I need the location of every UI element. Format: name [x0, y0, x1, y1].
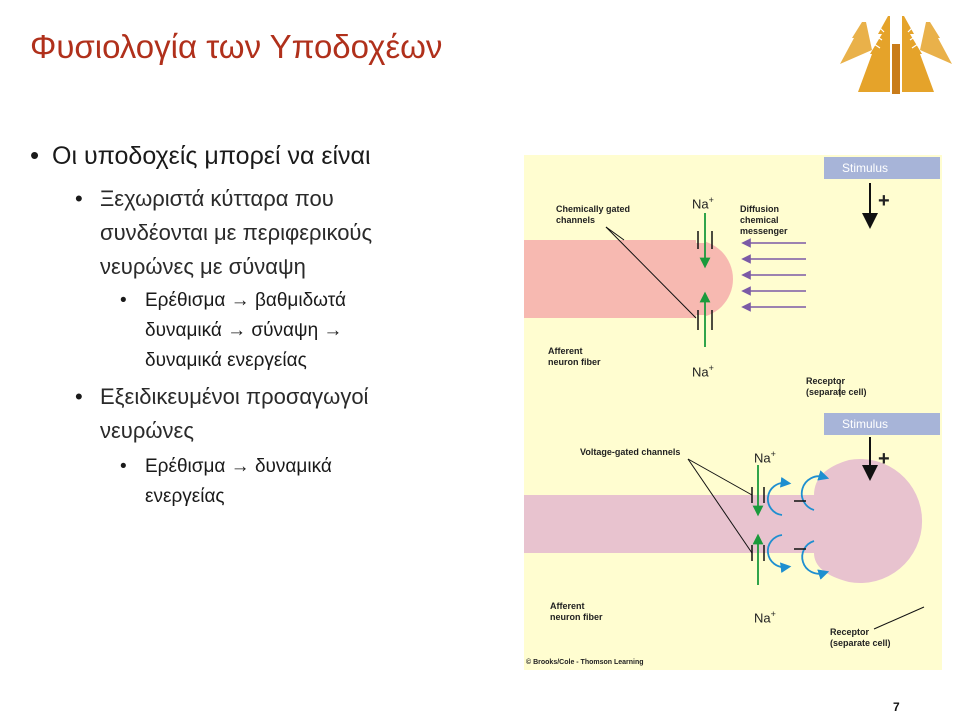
bullet-dot: •: [75, 384, 83, 409]
diffusion-line1: Diffusion: [740, 204, 779, 214]
bullet-dot: •: [30, 140, 40, 170]
plus-sign-top: +: [878, 190, 890, 212]
slide-title: Φυσιολογία των Υποδοχέων: [30, 28, 443, 65]
na-superscript: +: [708, 363, 714, 373]
plus-sign-bottom: +: [878, 448, 890, 470]
receptor-diagram-graphic: [524, 157, 940, 630]
receptor-top-line2: (separate cell): [806, 387, 867, 397]
receptor-bottom-line2: (separate cell): [830, 638, 891, 648]
na-label-mid: Na+: [692, 363, 714, 380]
diffusion-line3: messenger: [740, 226, 788, 236]
chemical-channels-line2: channels: [556, 215, 596, 225]
receptor-top-line1: Receptor: [806, 376, 846, 386]
na-label-bottom-top: Na+: [754, 449, 776, 466]
afferent-top-line1: Afferent: [548, 346, 583, 356]
sub-item1-line3: δυναμικά ενεργείας: [145, 350, 307, 371]
credit-text: © Brooks/Cole - Thomson Learning: [526, 659, 644, 666]
sub-item2-line1: Ερέθισμα → δυναμικά: [145, 456, 332, 477]
bullet-item1-line2: συνδέονται με περιφερικούς: [100, 220, 373, 245]
bullet-item1-line1: Ξεχωριστά κύτταρα που: [100, 186, 334, 211]
sub-item1-line1: Ερέθισμα → βαθμιδωτά: [145, 290, 346, 311]
bullet-dot: •: [120, 456, 127, 477]
sub-item2-line2: ενεργείας: [145, 486, 225, 507]
diffusion-line2: chemical: [740, 215, 779, 225]
na-superscript: +: [770, 449, 776, 459]
afferent-bottom-line2: neuron fiber: [550, 612, 603, 622]
bullet-lead: Οι υποδοχείς μπορεί να είναι: [52, 142, 371, 170]
stimulus-label-top: Stimulus: [842, 161, 889, 175]
bullet-item1-line3: νευρώνες με σύναψη: [100, 254, 306, 279]
page-number: 7: [893, 700, 900, 714]
afferent-fiber-top: [524, 240, 733, 318]
afferent-top-line2: neuron fiber: [548, 357, 601, 367]
bullet-dot: •: [120, 290, 127, 311]
bullet-dot: •: [75, 186, 83, 211]
chemical-channels-line1: Chemically gated: [556, 204, 631, 214]
stimulus-bar-top: [824, 157, 940, 179]
receptor-diagram: Stimulus + Chemically gated channels Na+…: [524, 155, 942, 670]
na-superscript: +: [708, 195, 714, 205]
stimulus-bar-bottom: [824, 413, 940, 435]
na-superscript: +: [770, 609, 776, 619]
bullet-item2-line1: Εξειδικευμένοι προσαγωγοί: [100, 384, 369, 409]
receptor-bottom-line1: Receptor: [830, 627, 870, 637]
stimulus-label-bottom: Stimulus: [842, 417, 889, 431]
sub-item1-line2: δυναμικά → σύναψη →: [145, 320, 343, 341]
afferent-bottom-line1: Afferent: [550, 601, 585, 611]
na-label-bottom: Na+: [754, 609, 776, 626]
voltage-channels-label: Voltage-gated channels: [580, 447, 681, 457]
university-logo: [840, 16, 952, 94]
bullet-item2-line2: νευρώνες: [100, 418, 194, 443]
afferent-fiber-bottom: [524, 458, 923, 583]
na-label-top: Na+: [692, 195, 714, 212]
